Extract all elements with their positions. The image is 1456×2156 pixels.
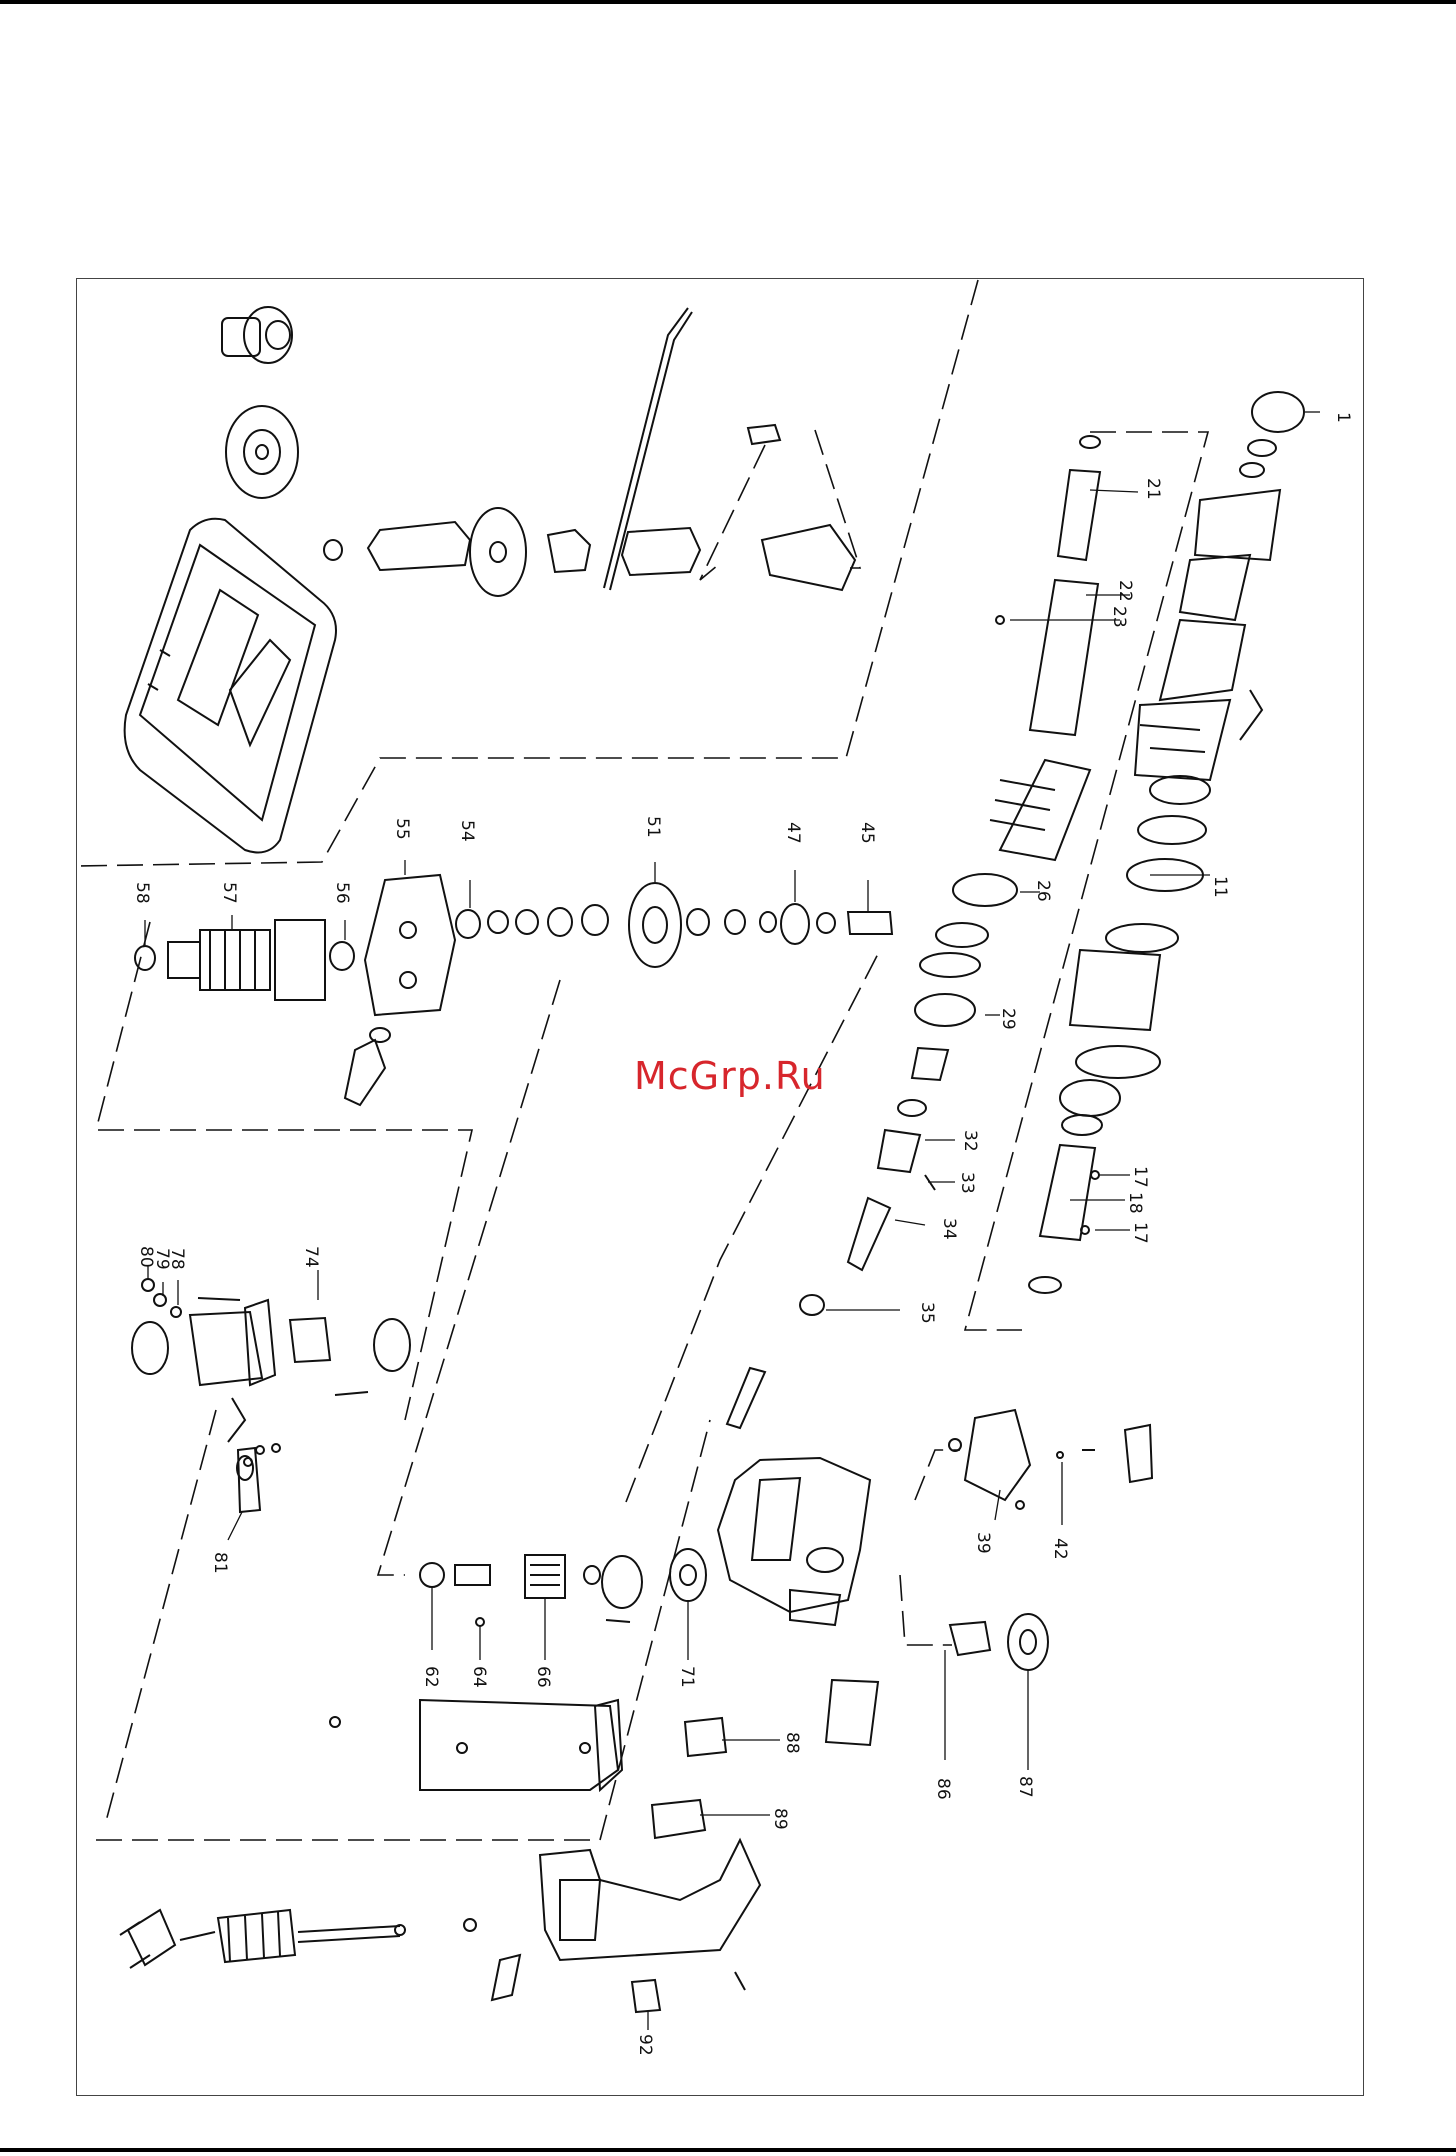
part-label: 74 [301, 1246, 321, 1268]
handle-half-drawing [330, 1700, 622, 1790]
part-label: 21 [1143, 478, 1163, 500]
part-label: 88 [782, 1732, 802, 1754]
part-label: 42 [1050, 1538, 1070, 1560]
main-handle-drawing [464, 1840, 760, 2000]
part-label: 58 [132, 882, 152, 904]
cylinder-column-drawing [800, 436, 1100, 1315]
part-label: 26 [1033, 880, 1053, 902]
part-label: 81 [210, 1552, 230, 1574]
gear-train-drawing [456, 883, 892, 967]
part-label: 57 [219, 882, 239, 904]
part-label: 87 [1015, 1776, 1035, 1798]
part-label: 35 [917, 1302, 937, 1324]
carry-case-drawing [125, 519, 336, 853]
part-label: 23 [1109, 606, 1129, 628]
leader-lines [145, 412, 1320, 2030]
part-label: 11 [1210, 876, 1230, 898]
part-label: 45 [857, 822, 877, 844]
part-label: 55 [392, 818, 412, 840]
stator-drawing [132, 1279, 410, 1512]
part-label: 33 [957, 1172, 977, 1194]
watermark-text: McGrp.Ru [634, 1054, 826, 1098]
part-label: 17 [1130, 1222, 1150, 1244]
part-label: 56 [332, 882, 352, 904]
chuck-spare-parts [222, 307, 298, 498]
part-label: 22 [1115, 580, 1135, 602]
part-label: 86 [933, 1778, 953, 1800]
switch-parts-drawing [632, 1718, 726, 2012]
part-label: 89 [770, 1808, 790, 1830]
part-label: 51 [643, 816, 663, 838]
gear-housing-drawing [718, 1368, 878, 1745]
part-label: 32 [960, 1130, 980, 1152]
part-label: 1 [1333, 412, 1353, 423]
part-label: 71 [677, 1666, 697, 1688]
armature-drawing [135, 875, 455, 1105]
clutch-drawing [420, 1549, 706, 1626]
part-label: 18 [1125, 1192, 1145, 1214]
part-label: 39 [973, 1532, 993, 1554]
part-label: 92 [635, 2034, 655, 2056]
depth-rod-drawing [604, 308, 855, 590]
hammer-mechanism-drawing [1029, 392, 1304, 1293]
side-handle-drawing [324, 508, 590, 596]
part-label: 47 [783, 822, 803, 844]
power-cord-drawing [120, 1910, 405, 1968]
part-label: 64 [469, 1666, 489, 1688]
part-label: 29 [998, 1008, 1018, 1030]
part-label: 80 [136, 1246, 156, 1268]
part-label: 17 [1130, 1166, 1150, 1188]
part-label: 62 [421, 1666, 441, 1688]
part-label: 54 [457, 820, 477, 842]
part-label: 34 [939, 1218, 959, 1240]
part-label: 66 [533, 1666, 553, 1688]
bottom-rule [0, 2148, 1456, 2152]
